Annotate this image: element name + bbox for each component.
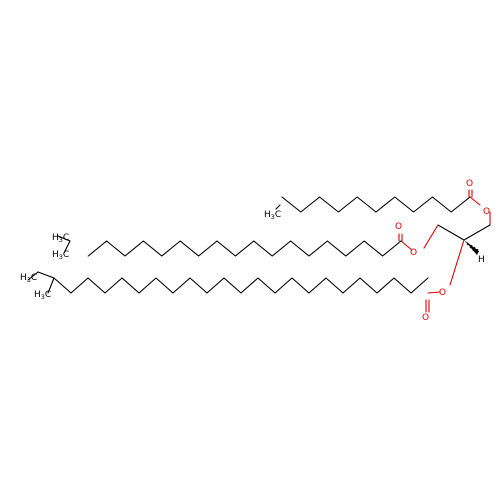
atom-h-stereo: H — [478, 255, 485, 265]
stereo-wedge-bond — [464, 240, 479, 255]
atom-ch3-low-b: H3C — [34, 290, 51, 301]
bond-low-branch-a2 — [27, 271, 39, 281]
stereo-hash-bond — [466, 242, 479, 254]
bond-c2-o3 — [449, 239, 465, 286]
chain-top — [281, 196, 471, 213]
bond-mid-branch-b — [63, 240, 71, 254]
atom-o-low-carbonyl: O — [422, 313, 429, 323]
atom-ch3-mid-b: H3C — [52, 250, 69, 261]
bond-o2-co-mid — [400, 240, 413, 251]
atom-ch3-low-a: H3C — [20, 273, 37, 284]
chain-low — [53, 277, 429, 294]
atom-o-top-ester: O — [483, 207, 490, 217]
atom-o-top-carbonyl: O — [466, 179, 473, 189]
bond-glycerol-backbone — [437, 224, 491, 241]
atom-ch3-top: H3C — [264, 210, 281, 221]
bond-network — [27, 189, 491, 313]
atom-o-mid-carbonyl: O — [395, 222, 402, 232]
atom-o-mid-ester: O — [410, 248, 417, 258]
bond-top-methyl — [275, 204, 281, 210]
bond-c3-o2 — [423, 224, 439, 249]
bond-o3-co-low — [427, 291, 441, 294]
chain-mid — [87, 240, 402, 257]
bond-low-branch-a — [37, 271, 55, 279]
atom-ch3-mid-a: H3C — [52, 233, 69, 244]
bond-low-branch-b — [47, 277, 55, 294]
bond-mid-branch-a — [57, 235, 71, 242]
bond-o1-co-top — [469, 196, 481, 206]
atom-o-low-ester: O — [439, 288, 446, 298]
